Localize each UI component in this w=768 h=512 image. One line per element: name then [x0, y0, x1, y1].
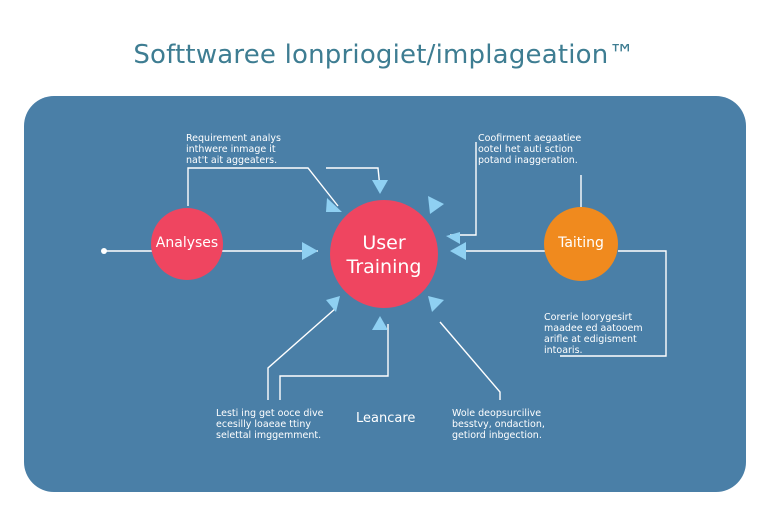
node-user-training-line1: User: [362, 232, 406, 254]
note-top-right-line: Coofirment aegaatiee: [478, 133, 582, 144]
arrowheads: [101, 180, 466, 330]
note-right-line: arifle at edigisment: [544, 334, 637, 345]
entry-dot: [101, 248, 107, 254]
node-user-training-label: User Training: [324, 231, 444, 279]
note-right: Corerie loorygesirt maadee ed aatooem ar…: [544, 312, 643, 356]
note-bottom-center: Leancare: [356, 411, 416, 426]
note-bottom-right-line: Wole deopsurcilive: [452, 408, 542, 419]
note-top-left-line: nat't ait aggeaters.: [186, 155, 278, 166]
note-right-line: intoaris.: [544, 345, 583, 356]
node-testing-label: Taiting: [558, 235, 604, 251]
arrowhead-right-upper: [446, 232, 460, 244]
arrowhead-bottom: [372, 316, 388, 330]
arrowhead-left: [302, 242, 318, 260]
connector-bottomleft-b: [279, 324, 389, 400]
note-top-right-line: potand inaggeration.: [478, 155, 578, 166]
note-bottom-left: Lesti ing get ooce dive ecesilly loaeae …: [216, 408, 323, 441]
connector-bottomleft-a: [267, 307, 337, 400]
note-top-right: Coofirment aegaatiee ootel het auti scti…: [478, 133, 581, 166]
node-analyses: [151, 208, 223, 280]
node-testing: [544, 207, 618, 281]
note-bottom-left-line: selettal imggemment.: [216, 430, 322, 441]
arrowhead-topleft: [326, 198, 342, 212]
note-top-left-line: inthwere inmage it: [186, 144, 276, 155]
arrowhead-bottomleft: [326, 296, 340, 312]
note-bottom-right-line: getiord inbgection.: [452, 430, 542, 441]
node-user-training-line2: Training: [346, 256, 422, 278]
note-top-left-line: Requirement analys: [186, 133, 281, 144]
connector-topright: [450, 142, 477, 236]
note-bottom-left-line: Lesti ing get ooce dive: [216, 408, 324, 419]
connector-topleft-a: [187, 167, 339, 207]
node-user-training: [330, 200, 438, 308]
arrowhead-bottomright: [428, 296, 444, 312]
connectors: [104, 142, 667, 400]
connector-topleft-b: [326, 167, 381, 189]
note-bottom-right-line: besstvy, ondaction,: [452, 419, 545, 430]
diagram-title: Softtwaree lonpriogiet/implageation™: [133, 40, 635, 70]
arrowhead-top: [372, 180, 388, 194]
arrowhead-topright: [428, 196, 444, 214]
note-right-line: Corerie loorygesirt: [544, 312, 633, 323]
connector-right: [560, 250, 667, 357]
note-top-left: Requirement analys inthwere inmage it na…: [186, 133, 281, 166]
connector-bottomright: [439, 321, 501, 400]
arrowhead-right: [450, 242, 466, 260]
note-bottom-right: Wole deopsurcilive besstvy, ondaction, g…: [452, 408, 545, 441]
note-right-line: maadee ed aatooem: [544, 323, 643, 334]
node-analyses-label: Analyses: [155, 235, 219, 251]
note-bottom-left-line: ecesilly loaeae ttiny: [216, 419, 311, 430]
note-top-right-line: ootel het auti sction: [478, 144, 574, 155]
